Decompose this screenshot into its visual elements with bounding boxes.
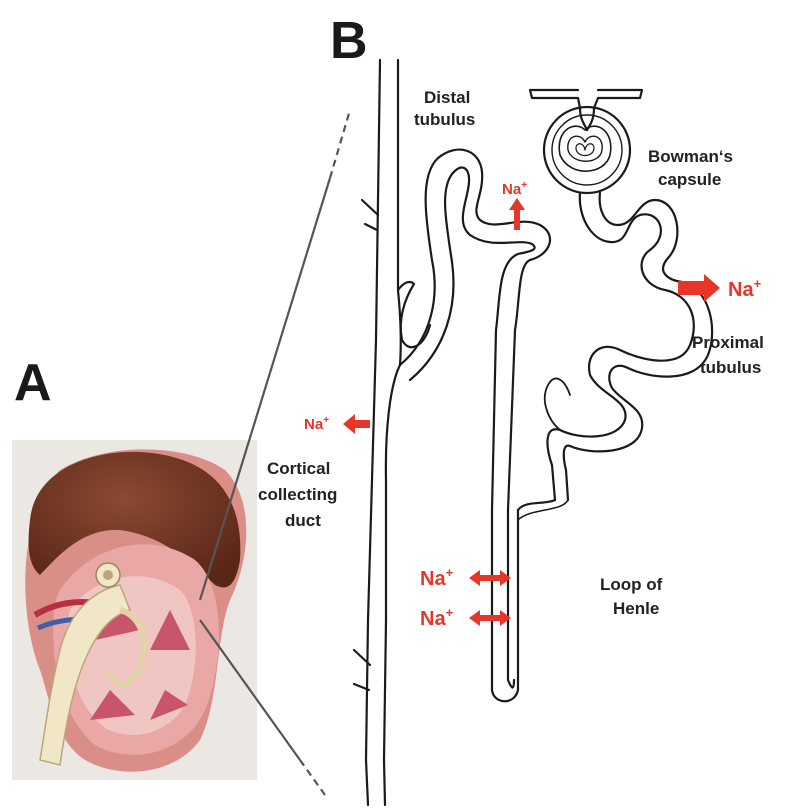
panel-letter-a: A (14, 354, 52, 412)
na-double-arrow-henle-1 (469, 570, 511, 586)
zoom-line-top-dashed (330, 110, 350, 178)
distal-label-line2: tubulus (414, 110, 475, 129)
sodium-transport: Na+ Na+ Na+ Na+ Na+ (304, 180, 762, 630)
na-arrow-up-distal (509, 198, 525, 230)
na-label-henle-2: Na+ (420, 605, 454, 630)
panel-letter-b: B (330, 12, 368, 70)
na-label-distal: Na+ (502, 180, 527, 198)
cortical-label-line3: duct (285, 511, 321, 530)
bowman-label-line2: capsule (658, 170, 721, 189)
na-label-collecting: Na+ (304, 415, 329, 433)
zoom-line-top (200, 178, 330, 600)
cortical-label-line2: collecting (258, 485, 337, 504)
bowman-label-line1: Bowman‘s (648, 147, 733, 166)
na-arrow-left-collecting (343, 414, 370, 434)
na-arrow-right-proximal (678, 274, 720, 302)
henle-label-line1: Loop of (600, 575, 663, 594)
na-double-arrow-henle-2 (469, 610, 511, 626)
cortical-label-line1: Cortical (267, 459, 330, 478)
na-label-henle-1: Na+ (420, 565, 454, 590)
proximal-label-line1: Proximal (692, 333, 764, 352)
distal-label-line1: Distal (424, 88, 470, 107)
collecting-duct-left-wall (366, 60, 380, 805)
henle-label-line2: Henle (613, 599, 659, 618)
na-label-proximal: Na+ (728, 276, 762, 301)
kidney-photo (12, 440, 257, 780)
labels: Distal tubulus Bowman‘s capsule Proximal… (258, 88, 764, 618)
proximal-label-line2: tubulus (700, 358, 761, 377)
zoom-line-bottom-dashed (300, 760, 325, 795)
